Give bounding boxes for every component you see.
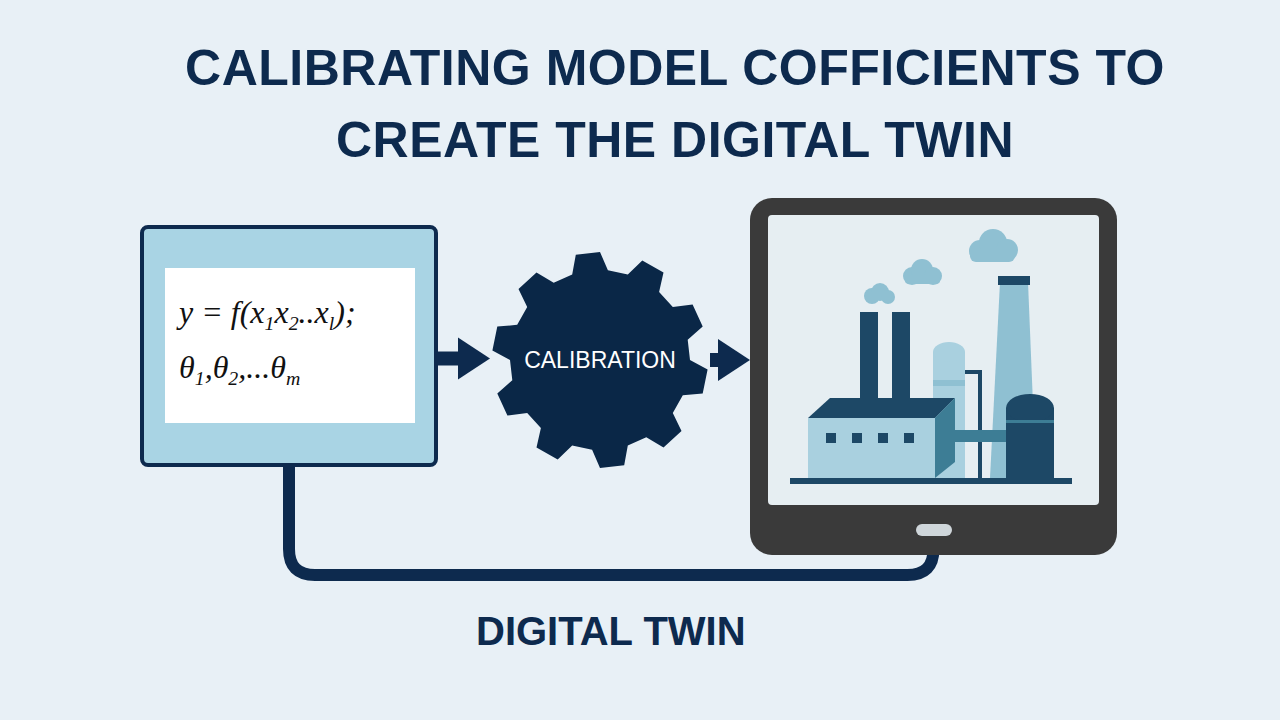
arrow-head [718,339,750,381]
formula-panel: y = f(x1x2..xl);θ1,θ2,...θm [165,268,415,423]
connector [710,339,750,381]
diagram-title: CALIBRATING MODEL COFFICIENTS TO CREATE … [150,32,1200,176]
formula-text: y = f(x1x2..xl); [179,290,401,345]
calibration-gear: CALIBRATION [490,250,710,470]
gear-outline [492,252,707,468]
connector-shaft [438,352,460,366]
formula-text: θ1,θ2,...θm [179,345,401,400]
connector-label: DIGITAL TWIN [470,609,752,654]
connector [438,338,490,380]
arrow-head [458,338,490,380]
digital-twin-tablet [750,198,1117,555]
gear-label: CALIBRATION [524,347,676,374]
tablet-screen [768,215,1099,505]
home-button [916,524,952,536]
model-box: y = f(x1x2..xl);θ1,θ2,...θm [140,225,438,467]
